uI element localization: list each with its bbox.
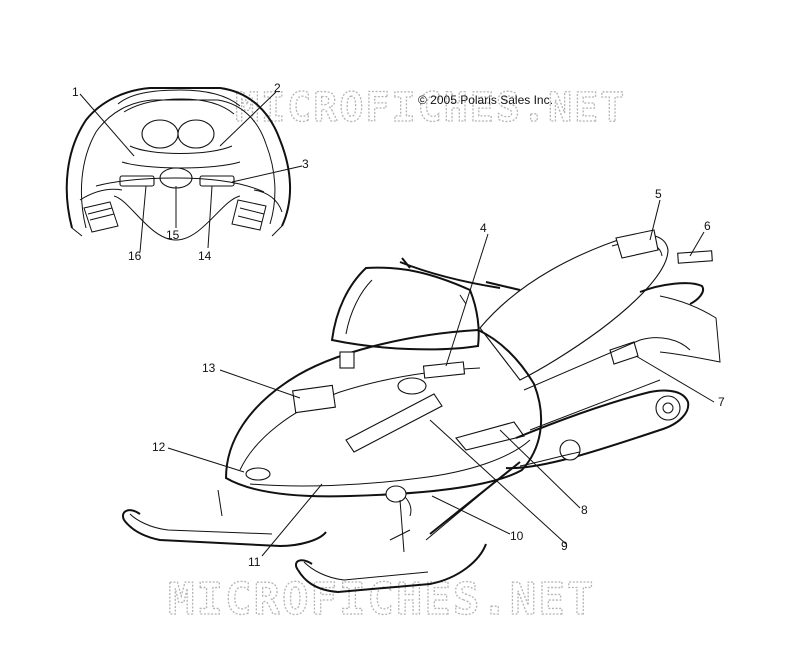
copyright-text: © 2005 Polaris Sales Inc. (418, 93, 553, 107)
speedometer-gauge (141, 119, 179, 149)
tachometer-gauge (177, 119, 215, 149)
decal-6 (677, 250, 713, 264)
callout-10: 10 (510, 529, 524, 543)
callout-2: 2 (274, 81, 281, 95)
decal-8 (455, 421, 525, 451)
callout-14: 14 (198, 249, 212, 263)
callout-numbers: 1 2 3 4 5 6 7 8 9 10 11 12 13 14 15 16 (72, 81, 725, 569)
ski-left (123, 519, 327, 548)
hood-vent (339, 351, 355, 369)
callout-7: 7 (718, 395, 725, 409)
ski-right (297, 543, 487, 594)
callout-5: 5 (655, 187, 662, 201)
decal-right-console (199, 175, 235, 187)
headlight (245, 467, 271, 481)
decal-7 (609, 341, 639, 365)
leader-lines (79, 91, 715, 557)
callout-15: 15 (166, 228, 180, 242)
callout-11: 11 (248, 555, 261, 569)
decal-5-box (615, 229, 659, 259)
snowmobile (122, 229, 721, 594)
callout-4: 4 (480, 221, 487, 235)
callout-12: 12 (152, 440, 166, 454)
callout-13: 13 (202, 361, 216, 375)
seat (479, 233, 669, 381)
decal-13 (292, 384, 336, 414)
decal-9 (345, 393, 443, 453)
callout-9: 9 (561, 539, 568, 553)
callout-6: 6 (704, 219, 711, 233)
decal-4 (422, 361, 466, 379)
watermark-bottom: MICROFICHES.NET (168, 574, 595, 625)
watermark-top: MICROFICHES.NET (235, 85, 626, 131)
callout-16: 16 (128, 249, 142, 263)
callout-8: 8 (581, 503, 588, 517)
dash-inset (65, 87, 291, 241)
hood (224, 328, 543, 498)
callout-3: 3 (302, 157, 309, 171)
bogie-wheel-rear (655, 395, 681, 421)
callout-1: 1 (72, 85, 79, 99)
bogie-wheel-front (559, 439, 581, 461)
